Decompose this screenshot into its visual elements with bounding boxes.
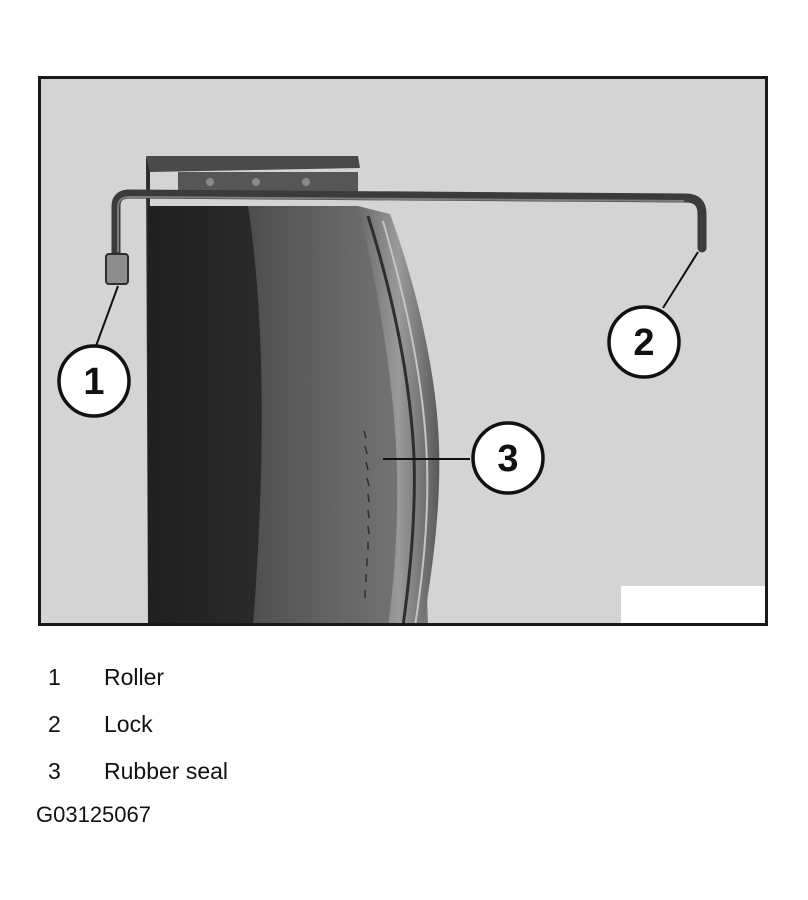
rubber-seal xyxy=(358,206,440,626)
callout-2: 2 xyxy=(607,305,681,379)
callout-3: 3 xyxy=(471,421,545,495)
mounting-plate-front xyxy=(178,172,358,194)
rivet-1 xyxy=(206,178,214,186)
legend-label: Lock xyxy=(104,711,153,737)
legend-number: 3 xyxy=(48,758,61,784)
legend-number: 2 xyxy=(48,711,61,737)
legend-number: 1 xyxy=(48,664,61,690)
mounting-plate xyxy=(146,156,360,172)
diagram-figure: 1 2 3 xyxy=(38,76,768,626)
seal-edge-line xyxy=(366,215,416,626)
callout-3-number: 3 xyxy=(497,438,518,480)
figure-id: G03125067 xyxy=(36,802,151,827)
photo-illustration: 1 2 3 xyxy=(38,76,768,626)
bracket-rod xyxy=(111,189,707,261)
rivet-2 xyxy=(252,178,260,186)
legend-label: Rubber seal xyxy=(104,758,229,784)
label-patch xyxy=(621,586,766,624)
callout-1-number: 1 xyxy=(83,361,104,403)
callout-2-number: 2 xyxy=(633,322,654,364)
seal-highlight xyxy=(382,220,429,626)
figure-border xyxy=(38,76,768,626)
rivet-3 xyxy=(302,178,310,186)
seal-printing xyxy=(363,430,370,598)
callout-1: 1 xyxy=(57,344,131,418)
leader-line-2 xyxy=(662,251,699,309)
legend-label: Roller xyxy=(104,664,165,690)
door-inner-shadow xyxy=(148,206,262,626)
leader-line-1 xyxy=(95,285,119,347)
roller xyxy=(105,253,129,285)
bracket-rod-highlight xyxy=(117,195,685,252)
